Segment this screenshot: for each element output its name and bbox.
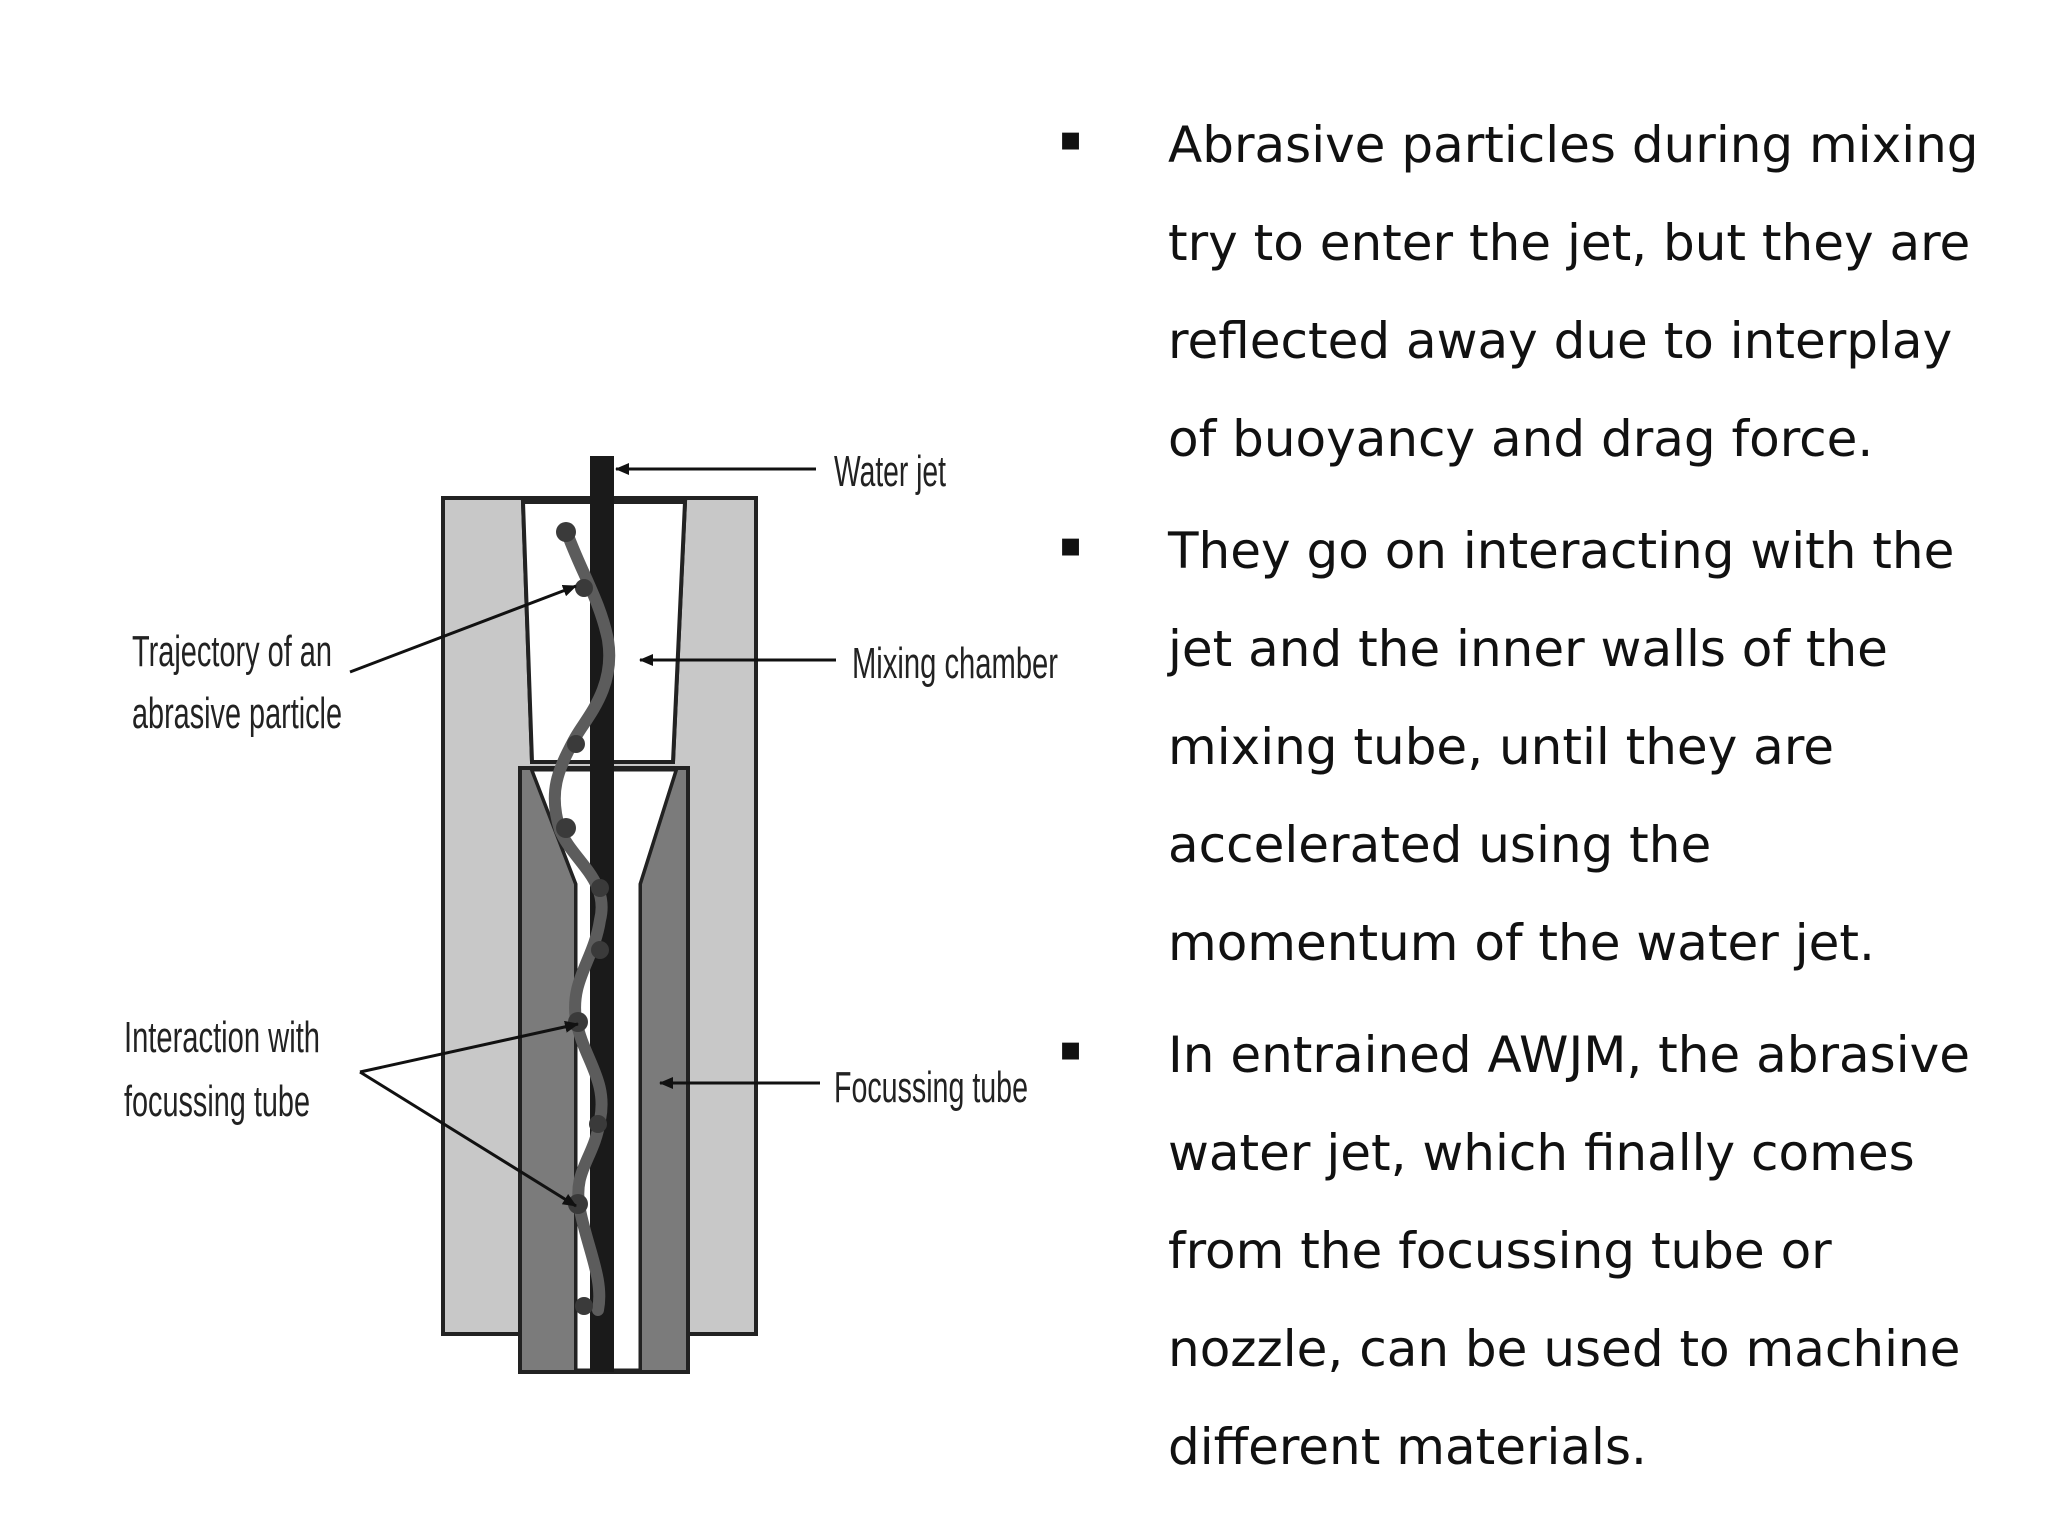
mixing-chamber-label: Mixing chamber — [852, 639, 1058, 688]
interaction-label-line1: Interaction with — [124, 1013, 320, 1062]
interaction-label-line2: focussing tube — [124, 1077, 310, 1126]
bullet-list: ▪ Abrasive particles during mixing try t… — [1040, 96, 2000, 1496]
square-bullet-icon: ▪ — [1059, 525, 1083, 565]
water-jet-label: Water jet — [834, 447, 946, 496]
particle-trajectory — [548, 524, 616, 1316]
bullet-item: ▪ In entrained AWJM, the abrasive water … — [1040, 1006, 2000, 1496]
bullet-text: They go on interacting with the jet and … — [1168, 522, 1955, 972]
interaction-arrow-lower — [359, 1070, 577, 1208]
trajectory-arrow — [349, 584, 577, 674]
bullet-text: In entrained AWJM, the abrasive water je… — [1168, 1026, 1970, 1476]
trajectory-label-line2: abrasive particle — [132, 689, 342, 738]
interaction-arrow-upper — [359, 1020, 579, 1074]
abrasive-particles — [556, 522, 609, 1315]
square-bullet-icon: ▪ — [1059, 1029, 1083, 1069]
focussing-tube-label: Focussing tube — [834, 1063, 1028, 1112]
square-bullet-icon: ▪ — [1059, 119, 1083, 159]
trajectory-label-line1: Trajectory of an — [132, 627, 332, 676]
bullet-item: ▪ Abrasive particles during mixing try t… — [1040, 96, 2000, 488]
bullet-text: Abrasive particles during mixing try to … — [1168, 116, 1979, 468]
bullet-item: ▪ They go on interacting with the jet an… — [1040, 502, 2000, 992]
nozzle-diagram: Water jet Mixing chamber Focussing tube … — [124, 447, 1058, 1374]
